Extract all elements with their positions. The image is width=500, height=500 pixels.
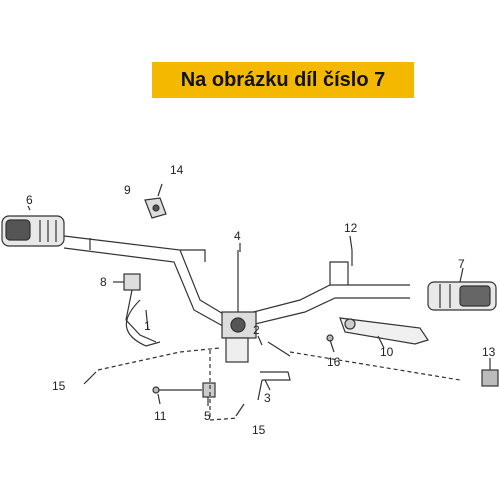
label-part-7: 7 [458,257,465,271]
label-part-9: 9 [124,183,131,197]
nut-part-13[interactable] [481,369,499,387]
bolt-part-11[interactable] [152,386,202,394]
part-number-labels: 6 9 14 4 12 7 8 1 2 16 10 13 15 3 5 11 1… [26,163,496,437]
screw-part-2[interactable] [267,341,291,357]
label-part-14: 14 [170,163,184,177]
highlight-banner: Na obrázku díl číslo 7 [152,62,414,98]
screw-part-15-bottom[interactable] [235,403,245,417]
label-part-5: 5 [204,409,211,423]
label-part-1: 1 [144,319,151,333]
label-part-15-bottom: 15 [252,423,266,437]
switch-part-8[interactable] [123,273,157,343]
label-part-2: 2 [253,323,260,337]
label-part-16: 16 [327,355,341,369]
label-part-8: 8 [100,275,107,289]
bolt-part-14[interactable] [157,183,163,197]
cable-part-3[interactable] [257,371,291,401]
stem-clamp-part-4[interactable] [221,250,257,363]
banner-text: Na obrázku díl číslo 7 [180,68,386,91]
bracket-part-9[interactable] [144,197,167,219]
label-part-13: 13 [482,345,496,359]
screw-part-15-left[interactable] [83,371,97,385]
label-part-10: 10 [380,345,394,359]
label-part-3: 3 [264,391,271,405]
left-grip-part-6[interactable] [1,215,65,247]
label-part-11: 11 [154,409,167,423]
cable-part-1[interactable] [125,299,161,347]
label-part-15-left: 15 [52,379,66,393]
nut-part-5[interactable] [202,382,216,398]
label-part-6: 6 [26,193,33,207]
label-part-12: 12 [344,221,358,235]
right-grip-part-7[interactable] [427,281,497,311]
label-part-4: 4 [234,229,241,243]
brake-lever-part-10[interactable] [339,317,429,345]
